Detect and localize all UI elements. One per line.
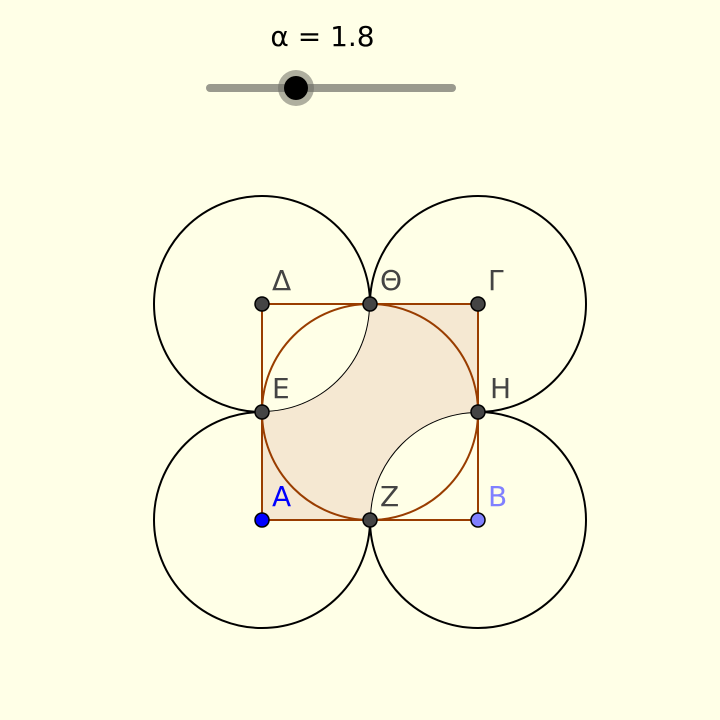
slider-alpha-label: α = 1.8 [270, 20, 375, 53]
arc-Γ [369, 303, 479, 413]
arc-A [261, 411, 371, 521]
point-label-H: H [490, 372, 511, 405]
point-B[interactable] [470, 512, 486, 528]
alpha-slider[interactable] [200, 70, 462, 106]
point-A[interactable] [254, 512, 270, 528]
slider-track[interactable] [206, 84, 456, 92]
point-Γ[interactable] [470, 296, 486, 312]
arc-B [369, 411, 479, 521]
shaded-region [262, 304, 478, 520]
point-E[interactable] [254, 404, 270, 420]
point-Θ[interactable] [362, 296, 378, 312]
point-label-B: B [488, 480, 507, 513]
point-label-Θ: Θ [380, 264, 402, 297]
point-Δ[interactable] [254, 296, 270, 312]
point-label-Z: Z [380, 480, 399, 513]
point-label-Δ: Δ [272, 264, 291, 297]
point-label-A: A [272, 480, 291, 513]
slider-knob[interactable] [278, 70, 314, 106]
arc-Δ [261, 303, 371, 413]
point-label-E: E [272, 372, 290, 405]
point-H[interactable] [470, 404, 486, 420]
point-Z[interactable] [362, 512, 378, 528]
point-label-Γ: Γ [488, 264, 504, 297]
